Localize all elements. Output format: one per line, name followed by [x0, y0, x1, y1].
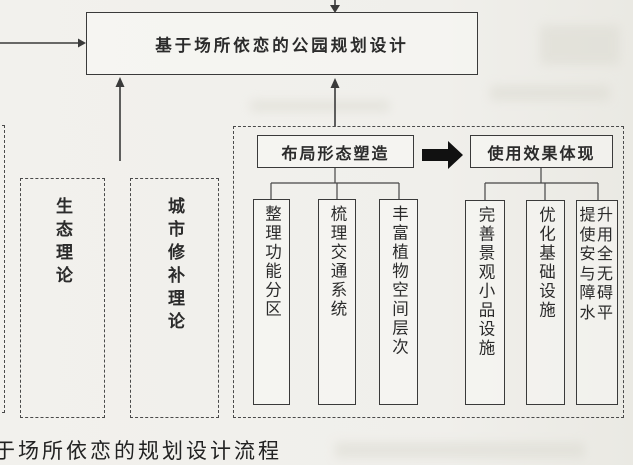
- paper-smudge: [250, 100, 390, 112]
- bold-right-arrow: [422, 141, 463, 169]
- theory-box-urban-repair: 城市修补理论: [130, 178, 219, 418]
- title-box-label: 基于场所依恋的公园规划设计: [155, 35, 409, 55]
- stage2-item-landscape-facilities: 完善景观小品设施: [465, 200, 505, 405]
- theory-box-urban-repair-label: 城市修补理论: [165, 197, 184, 335]
- stage1-item-label: 梳理交通系统: [328, 205, 347, 319]
- stage2-header-box: 使用效果体现: [470, 135, 613, 168]
- up-arrow-process-panel: [330, 78, 340, 127]
- paper-smudge: [335, 442, 585, 458]
- stage1-item-label: 丰富植物空间层次: [389, 205, 409, 357]
- stage2-item-label: 完善景观小品设施: [476, 206, 495, 358]
- paper-smudge: [540, 25, 620, 65]
- theory-box-ecology-label: 生态理论: [53, 197, 72, 289]
- stage1-item-label: 整理功能分区: [262, 205, 282, 319]
- stage2-item-infrastructure: 优化基础设施: [526, 200, 565, 405]
- stage1-item-plant-layers: 丰富植物空间层次: [379, 199, 418, 405]
- stage1-header-box: 布局形态塑造: [257, 135, 414, 168]
- theory-box-ecology: 生态理论: [20, 178, 105, 418]
- stage2-header-label: 使用效果体现: [487, 145, 596, 163]
- stage1-item-functional-zoning: 整理功能分区: [253, 199, 290, 405]
- process-panel: [233, 126, 624, 418]
- up-arrow-theories: [115, 77, 125, 161]
- title-box: 基于场所依恋的公园规划设计: [86, 12, 478, 75]
- right-arrow-into-title: [0, 38, 86, 48]
- cutoff-theory-box: [0, 125, 5, 413]
- stage1-item-traffic-system: 梳理交通系统: [318, 199, 356, 405]
- paper-smudge: [490, 85, 610, 101]
- stage2-branch-tree: [484, 168, 599, 201]
- stage2-item-safety-accessibility: 提升使用安全与无障碍水平: [576, 200, 618, 405]
- stage1-header-label: 布局形态塑造: [281, 145, 390, 163]
- stage2-item-label: 优化基础设施: [536, 206, 556, 320]
- down-arrow-into-title: [330, 0, 340, 13]
- stage2-item-label: 提升使用安全与无障碍水平: [579, 207, 615, 322]
- figure-caption: 于场所依恋的规划设计流程: [0, 439, 282, 463]
- stage1-branch-tree: [270, 168, 400, 200]
